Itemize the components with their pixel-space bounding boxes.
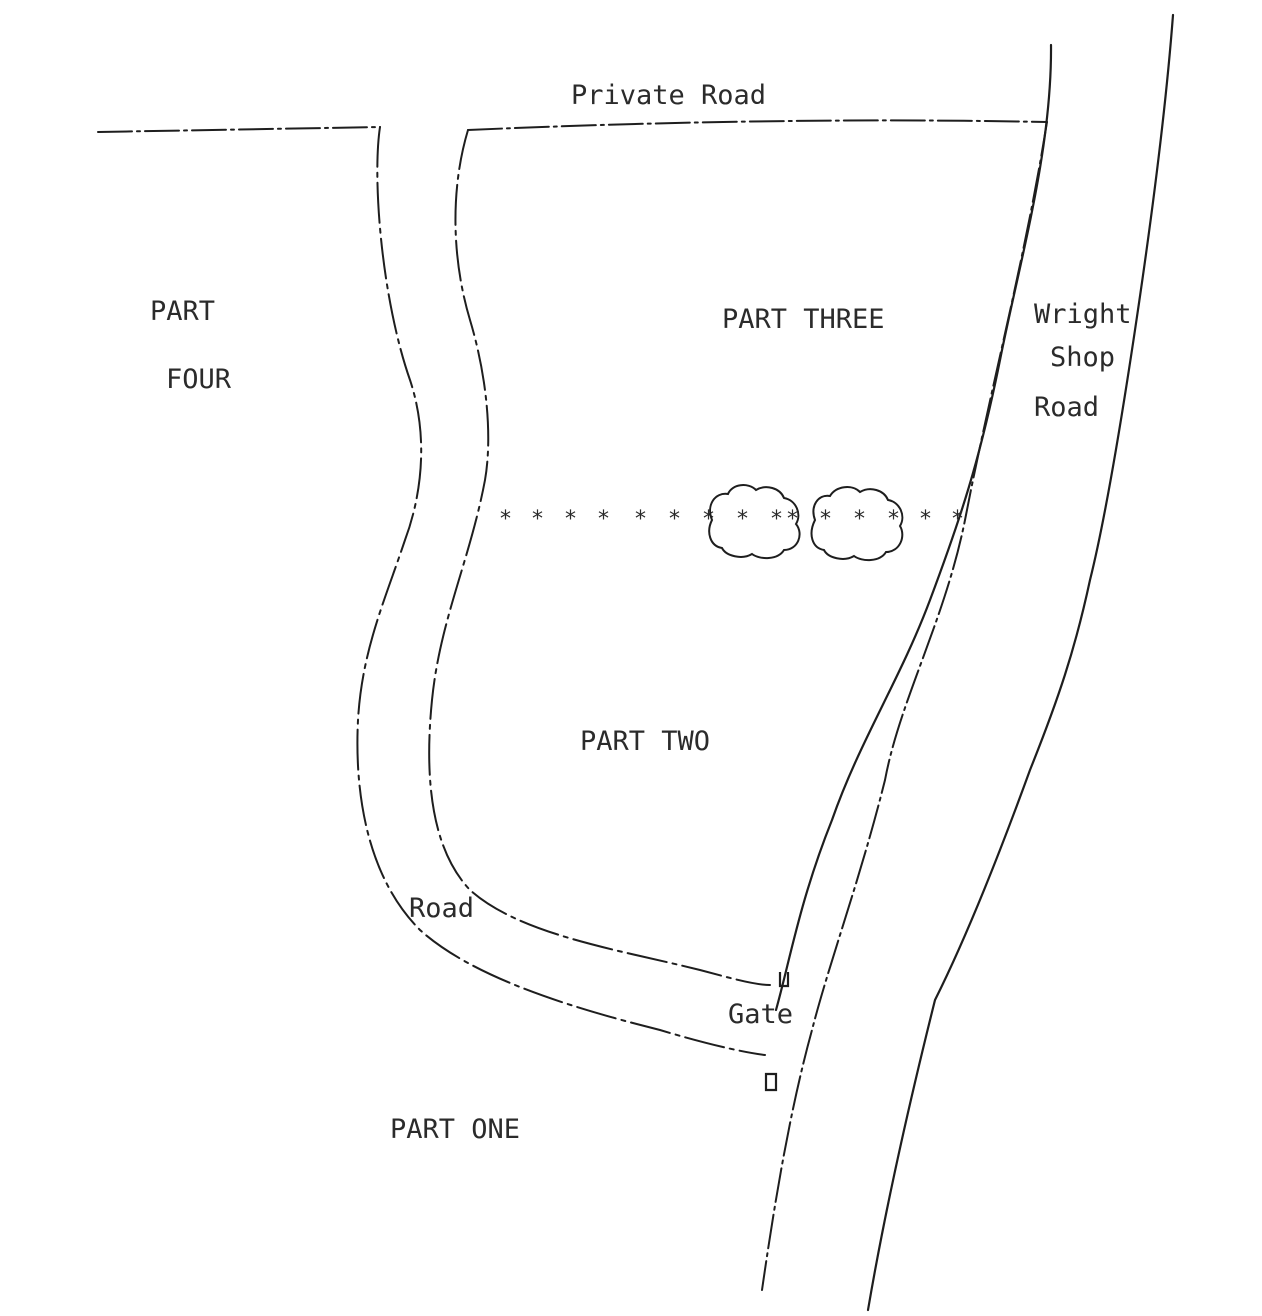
fence-post-6: *	[669, 507, 680, 532]
part-four-label-line1: PART	[150, 296, 215, 327]
road-east-edge	[428, 129, 771, 986]
fence-post-13: *	[888, 507, 899, 532]
fence-post-8: *	[737, 507, 748, 532]
fence-line: * * * * * * * * * * * * * * *	[500, 507, 963, 532]
fence-post-14: *	[920, 507, 931, 532]
tree-icon-2	[810, 486, 904, 562]
road-west-edge	[356, 126, 766, 1056]
tree-icon-1	[708, 484, 801, 560]
fence-post-3: *	[565, 507, 576, 532]
private-road-boundary	[97, 119, 1048, 133]
fence-post-11: *	[820, 507, 831, 532]
fence-post-10: *	[787, 507, 798, 532]
fence-post-12: *	[854, 507, 865, 532]
part-four-label-line2: FOUR	[166, 364, 232, 395]
wright-shop-road-label-line1: Wright	[1034, 299, 1132, 330]
road-label: Road	[409, 893, 474, 924]
wright-shop-road-east-edge	[866, 13, 1175, 1312]
part-two-label: PART TWO	[580, 726, 710, 757]
wright-shop-road-label-line2: Shop	[1050, 342, 1115, 373]
fence-post-7: *	[703, 507, 714, 532]
fence-post-2: *	[532, 507, 543, 532]
fence-post-5: *	[635, 507, 646, 532]
wright-shop-road-west-edge	[761, 121, 1048, 1291]
private-road-label: Private Road	[571, 80, 766, 111]
part-one-label: PART ONE	[390, 1114, 520, 1145]
gate-post-north	[778, 972, 790, 988]
wright-shop-road-label-line3: Road	[1034, 392, 1099, 423]
fence-post-15: *	[952, 507, 963, 532]
fence-post-9: *	[771, 507, 782, 532]
gate-post-south	[764, 1072, 778, 1092]
part-three-label: PART THREE	[722, 304, 885, 335]
fence-post-4: *	[598, 507, 609, 532]
fence-post-1: *	[500, 507, 511, 532]
gate-label: Gate	[728, 999, 793, 1030]
wright-shop-road-center-line	[774, 43, 1053, 1012]
